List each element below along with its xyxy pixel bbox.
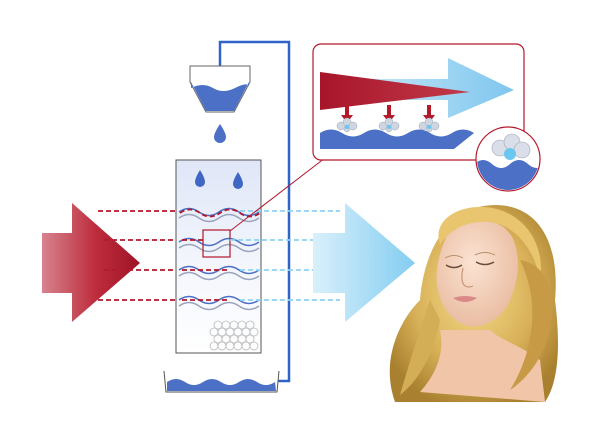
water-pipe <box>218 40 291 383</box>
airflow-lines <box>98 208 340 301</box>
honeycomb-media <box>209 320 259 351</box>
water-drop-icon <box>195 170 205 187</box>
magnified-inset <box>312 43 525 161</box>
person-relaxing-icon <box>389 205 558 402</box>
water-reservoir <box>189 65 251 113</box>
droplet-magnifier <box>475 126 541 192</box>
hot-air-arrow-icon <box>42 203 140 322</box>
water-drop-icon <box>214 124 226 143</box>
evaporative-column <box>175 159 262 354</box>
inset-connector <box>229 157 326 232</box>
cool-air-arrow-icon <box>313 203 415 322</box>
collection-basin <box>163 370 280 393</box>
water-drop-icon <box>233 172 243 189</box>
magnify-target-box <box>202 229 231 258</box>
